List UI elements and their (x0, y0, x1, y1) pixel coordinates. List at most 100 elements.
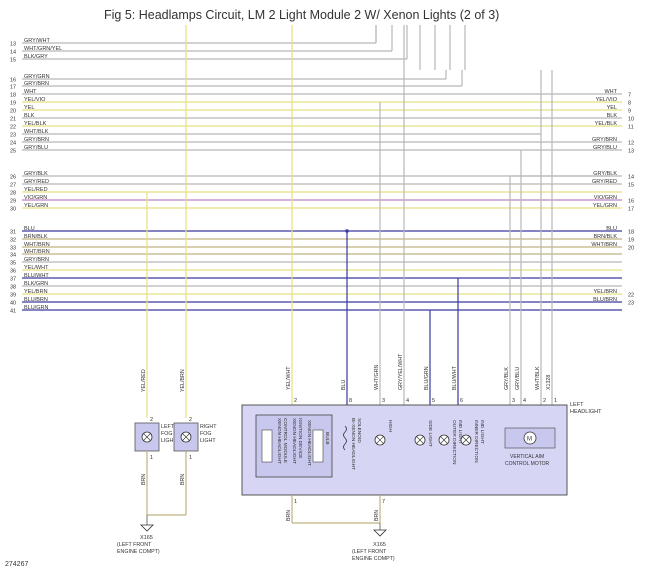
lamp-cross (416, 436, 424, 444)
component-label: INNER DIRECTION (473, 420, 479, 463)
wire-pin-left: 22 (10, 125, 16, 131)
wire-pin-left: 30 (10, 207, 16, 213)
wire-pin-left: 31 (10, 230, 16, 236)
wire-pin-right: 18 (628, 230, 634, 236)
wire-pin-right: 12 (628, 141, 634, 147)
headlight-pin-top: 4 (523, 398, 526, 404)
fog-pin-top: 2 (150, 417, 153, 423)
component-label: SOLENOID (356, 418, 362, 443)
wire-label-right: GRY/RED (592, 179, 617, 185)
lamp-cross (182, 433, 190, 441)
wire-pin-left: 14 (10, 50, 16, 56)
ground-desc: (LEFT FRONT (352, 549, 387, 555)
wire-pin-right: 9 (628, 109, 631, 115)
wire-label-left: GRY/WHT (24, 38, 51, 44)
headlight-ground-label: BRN (374, 510, 380, 521)
wire-pin-left: 17 (10, 85, 16, 91)
component-label: SIDE LIGHT (427, 420, 433, 447)
ground-desc: ENGINE COMPT) (117, 549, 160, 555)
fog-light-label: RIGHT (200, 424, 217, 430)
wire-pin-left: 38 (10, 285, 16, 291)
wire-label-right: WHT/BRN (591, 242, 617, 248)
wire-pin-left: 34 (10, 253, 16, 259)
fog-wire-top-label: YEL/RED (141, 369, 147, 392)
wire-label-right: GRY/BRN (592, 137, 617, 143)
wire-pin-right: 13 (628, 149, 634, 155)
ground-label: X165 (373, 542, 386, 548)
headlight-wire-label: WHT/GRN (374, 365, 380, 390)
wire-label-left: BLU (24, 226, 35, 232)
wire-label-left: BLK/GRN (24, 281, 48, 287)
wire-pin-left: 21 (10, 117, 16, 123)
wire-pin-left: 29 (10, 199, 16, 205)
component-label: XENON HEADLIGHT (276, 418, 282, 464)
wire-pin-left: 19 (10, 101, 16, 107)
component-label: XENON HEADLIGHT (291, 418, 297, 464)
wire-pin-right: 22 (628, 293, 634, 299)
fog-pin-top: 2 (189, 417, 192, 423)
wire-label-left: BLU/GRN (24, 305, 48, 311)
wire-label-left: WHT/GRN/YEL (24, 46, 62, 52)
wire-label-left: GRY/BRN (24, 257, 49, 263)
wire-pin-right: 8 (628, 101, 631, 107)
component-label: IND LIGHT (457, 420, 463, 444)
headlight-label: HEADLIGHT (570, 409, 602, 415)
wire-label-left: YEL/VIO (24, 97, 46, 103)
fog-light-label: FOG (161, 431, 172, 437)
component-label: BULB (324, 432, 330, 445)
wire-label-left: GRY/GRN (24, 74, 50, 80)
wire-label-left: YEL/GRN (24, 203, 48, 209)
component-label: IND LIGHT (479, 420, 485, 444)
fog-light-label: LEFT (161, 424, 175, 430)
headlight-wire-label: X1328 (546, 375, 552, 390)
component-label: BI-XENON HEADLIGHT (350, 418, 356, 470)
lamp-cross (462, 436, 470, 444)
wire-pin-left: 23 (10, 133, 16, 139)
wire-pin-right: 7 (628, 93, 631, 99)
headlight-wire-label: WHT/BLK (535, 366, 541, 390)
wire-pin-left: 16 (10, 78, 16, 84)
headlight-pin-top: 5 (432, 398, 435, 404)
headlight-ground-label: BRN (286, 510, 292, 521)
fog-pin-bottom: 1 (189, 455, 192, 461)
lamp-cross (440, 436, 448, 444)
wire-label-right: VIO/GRN (594, 195, 617, 201)
wire-label-left: YEL/WHT (24, 265, 49, 271)
wire-pin-left: 18 (10, 93, 16, 99)
motor-icon (523, 431, 537, 445)
wire-pin-right: 11 (628, 125, 634, 131)
wire-pin-left: 39 (10, 293, 16, 299)
wire-label-left: GRY/BRN (24, 81, 49, 87)
component-label: CONTROL MOTOR (505, 461, 550, 467)
ground-icon (373, 529, 387, 537)
fog-light-label: FOG (200, 431, 211, 437)
wire-pin-left: 26 (10, 175, 16, 181)
wire-label-left: YEL/RED (24, 187, 48, 193)
wire-label-left: BRN/BLK (24, 234, 48, 240)
wire-label-left: WHT/BLK (24, 129, 49, 135)
diagram-title: Fig 5: Headlamps Circuit, LM 2 Light Mod… (104, 8, 500, 22)
headlight-pin-top: 2 (543, 398, 546, 404)
headlight-pin-top: 4 (406, 398, 409, 404)
headlight-pin-top: 1 (554, 398, 557, 404)
wire-label-left: BLK (24, 113, 35, 119)
ground-desc: (LEFT FRONT (117, 542, 152, 548)
headlight-wire-label: GRY/BLK (504, 367, 510, 390)
wire-label-right: GRY/BLK (593, 171, 617, 177)
wire-pin-left: 24 (10, 141, 16, 147)
wire-label-left: BLU/WHT (24, 273, 49, 279)
headlight-pin-top: 3 (382, 398, 385, 404)
wire-pin-left: 13 (10, 42, 16, 48)
wire-label-right: WHT (604, 89, 617, 95)
wire-pin-left: 41 (10, 309, 16, 315)
headlight-pin-top: 8 (349, 398, 352, 404)
headlight-wire-label: YEL/WHT (286, 366, 292, 390)
wire-label-left: GRY/RED (24, 179, 49, 185)
wire-label-right: BLU/BRN (593, 297, 617, 303)
wire-pin-right: 14 (628, 175, 634, 181)
wire-label-left: WHT (24, 89, 37, 95)
solenoid-icon (343, 425, 347, 451)
wire-label-right: YEL/BLK (595, 121, 618, 127)
ground-icon (140, 524, 154, 532)
component-label: IGNITION DEVICE (297, 418, 303, 459)
